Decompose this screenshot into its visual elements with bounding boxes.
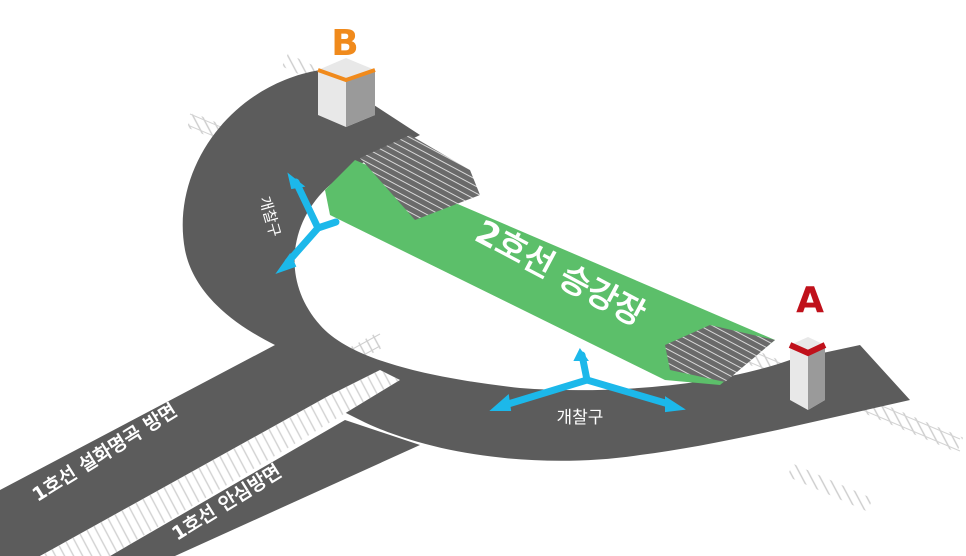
gate-arrow-left — [275, 172, 340, 274]
gate-label-bottom: 개찰구 — [557, 408, 604, 428]
exit-b-block[interactable] — [317, 58, 376, 127]
stairs-lower — [665, 325, 775, 382]
platform-2 — [325, 160, 775, 385]
stairs-upper — [360, 135, 480, 220]
corridor-lower — [110, 420, 420, 556]
exit-b-label: B — [331, 23, 358, 64]
exit-a-label: A — [796, 280, 824, 321]
concourse-ring — [0, 70, 910, 556]
gate-arrow-bottom — [489, 348, 686, 413]
exit-a-block[interactable] — [788, 337, 827, 410]
